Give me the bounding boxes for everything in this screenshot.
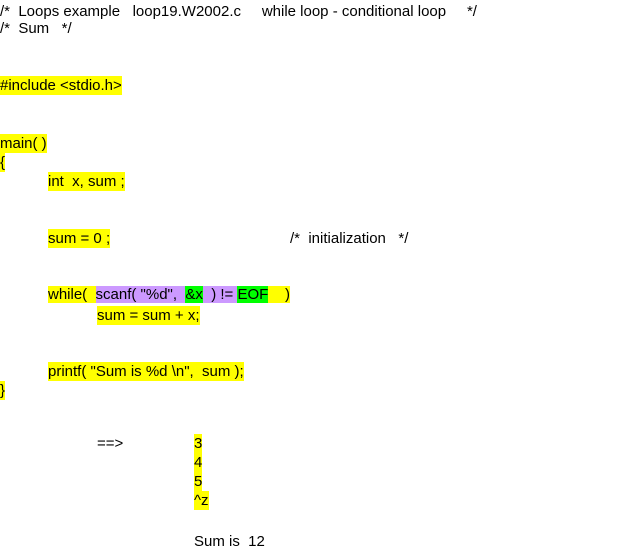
close-brace: } xyxy=(0,381,6,400)
printf-line: printf( "Sum is %d \n", sum ); xyxy=(48,362,244,381)
while-line: while( scanf( "%d", &x ) != EOF ) xyxy=(48,266,290,303)
input-value: 4 xyxy=(194,453,203,472)
address-of-x: &x xyxy=(185,286,203,303)
scanf-call: scanf( "%d", xyxy=(95,286,186,303)
loop-body-line: sum = sum + x; xyxy=(97,306,200,325)
eof-constant: EOF xyxy=(237,286,269,303)
initialization-line: sum = 0 ; xyxy=(48,229,111,248)
input-eof: ^z xyxy=(194,491,209,510)
open-brace: { xyxy=(0,153,6,172)
header-comment: /* Loops example loop19.W2002.c while lo… xyxy=(0,3,477,20)
initialization-comment: /* initialization */ xyxy=(290,230,409,247)
while-keyword: while( xyxy=(48,286,96,303)
comparison: ) != xyxy=(202,286,238,303)
program-output: Sum is 12 xyxy=(194,533,265,550)
include-line: #include <stdio.h> xyxy=(0,76,122,95)
sum-comment: /* Sum */ xyxy=(0,20,72,37)
declaration-line: int x, sum ; xyxy=(48,172,125,191)
input-value: 5 xyxy=(194,472,203,491)
main-line: main( ) xyxy=(0,134,47,153)
arrow: ==> xyxy=(97,435,124,452)
input-value: 3 xyxy=(194,434,203,453)
while-close: ) xyxy=(268,286,290,303)
